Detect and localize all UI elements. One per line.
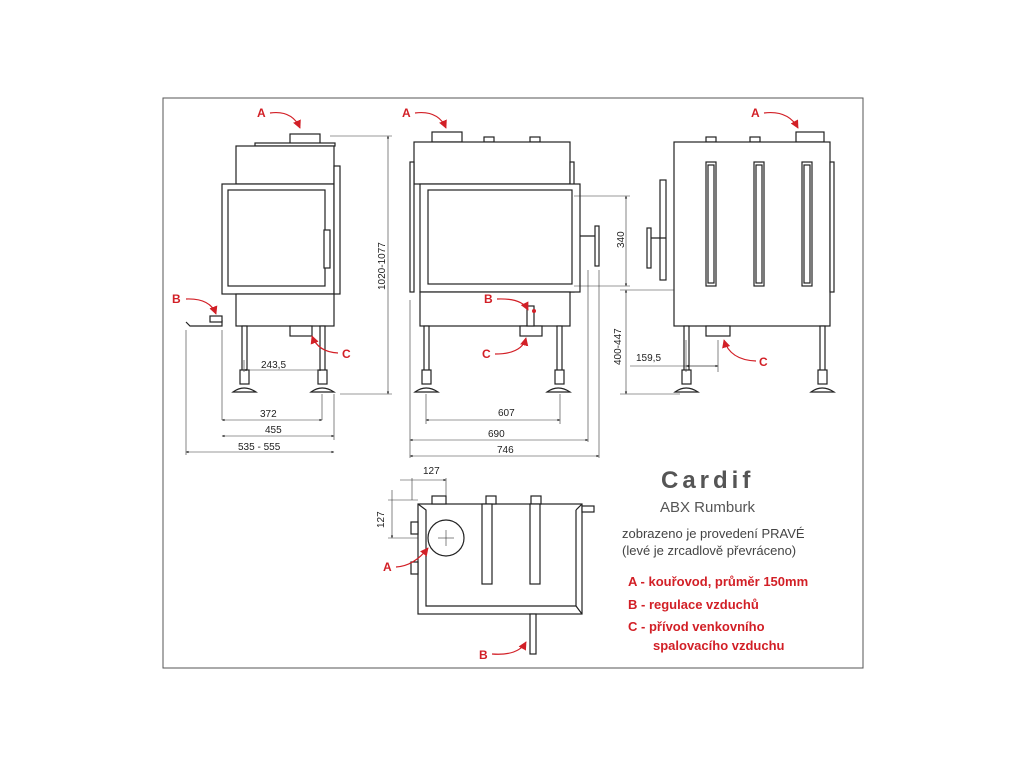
front-view xyxy=(409,131,630,458)
product-note-line2: (levé je zrcadlově převráceno) xyxy=(622,543,796,558)
dim-front-width-1: 607 xyxy=(498,408,515,419)
arrow-a-top xyxy=(395,547,429,568)
arrow-a-back xyxy=(763,111,799,129)
arrow-c-front xyxy=(494,337,529,355)
marker-a-side: A xyxy=(257,106,266,120)
arrow-b-front xyxy=(496,298,529,311)
arrow-b-top xyxy=(491,641,527,655)
product-title: Cardif xyxy=(661,467,754,494)
side-view xyxy=(185,133,392,455)
dim-door-height: 340 xyxy=(616,231,627,248)
dim-front-width-3: 746 xyxy=(497,445,514,456)
dim-leg-offset: 243,5 xyxy=(261,360,286,371)
arrow-c-back xyxy=(722,339,757,362)
marker-b-front: B xyxy=(484,292,493,306)
marker-a-top: A xyxy=(383,560,392,574)
dim-front-width-2: 690 xyxy=(488,429,505,440)
arrow-a-side xyxy=(269,111,301,129)
dim-height: 1020-1077 xyxy=(377,242,388,290)
marker-c-back: C xyxy=(759,355,768,369)
marker-a-front: A xyxy=(402,106,411,120)
product-subtitle: ABX Rumburk xyxy=(660,499,756,516)
legend: A - kouřovod, průměr 150mm B - regulace … xyxy=(628,574,808,653)
marker-c-side: C xyxy=(342,347,351,361)
legend-key-c-cont: spalovacího vzduchu xyxy=(653,638,785,653)
dim-side-depth-2: 455 xyxy=(265,425,282,436)
dim-side-depth-1: 372 xyxy=(260,409,277,420)
dim-leg-height: 400-447 xyxy=(613,328,624,365)
product-note-line1: zobrazeno je provedení PRAVÉ xyxy=(622,526,805,541)
top-view xyxy=(388,478,595,655)
dim-back-offset: 159,5 xyxy=(636,353,661,364)
marker-b-side: B xyxy=(172,292,181,306)
arrow-c-side xyxy=(310,335,339,354)
dim-top-y: 127 xyxy=(376,511,387,528)
drawing-frame xyxy=(162,97,864,669)
dim-top-x: 127 xyxy=(423,466,440,477)
marker-c-front: C xyxy=(482,347,491,361)
legend-key-b: B - regulace vzduchů xyxy=(628,597,759,612)
arrow-b-side xyxy=(185,298,218,315)
dim-side-depth-3: 535 - 555 xyxy=(238,442,281,453)
marker-a-back: A xyxy=(751,106,760,120)
arrow-a-front xyxy=(414,111,447,129)
marker-b-top: B xyxy=(479,648,488,662)
legend-key-a: A - kouřovod, průměr 150mm xyxy=(628,574,808,589)
legend-key-c: C - přívod venkovního xyxy=(628,619,765,634)
back-view xyxy=(620,131,836,395)
